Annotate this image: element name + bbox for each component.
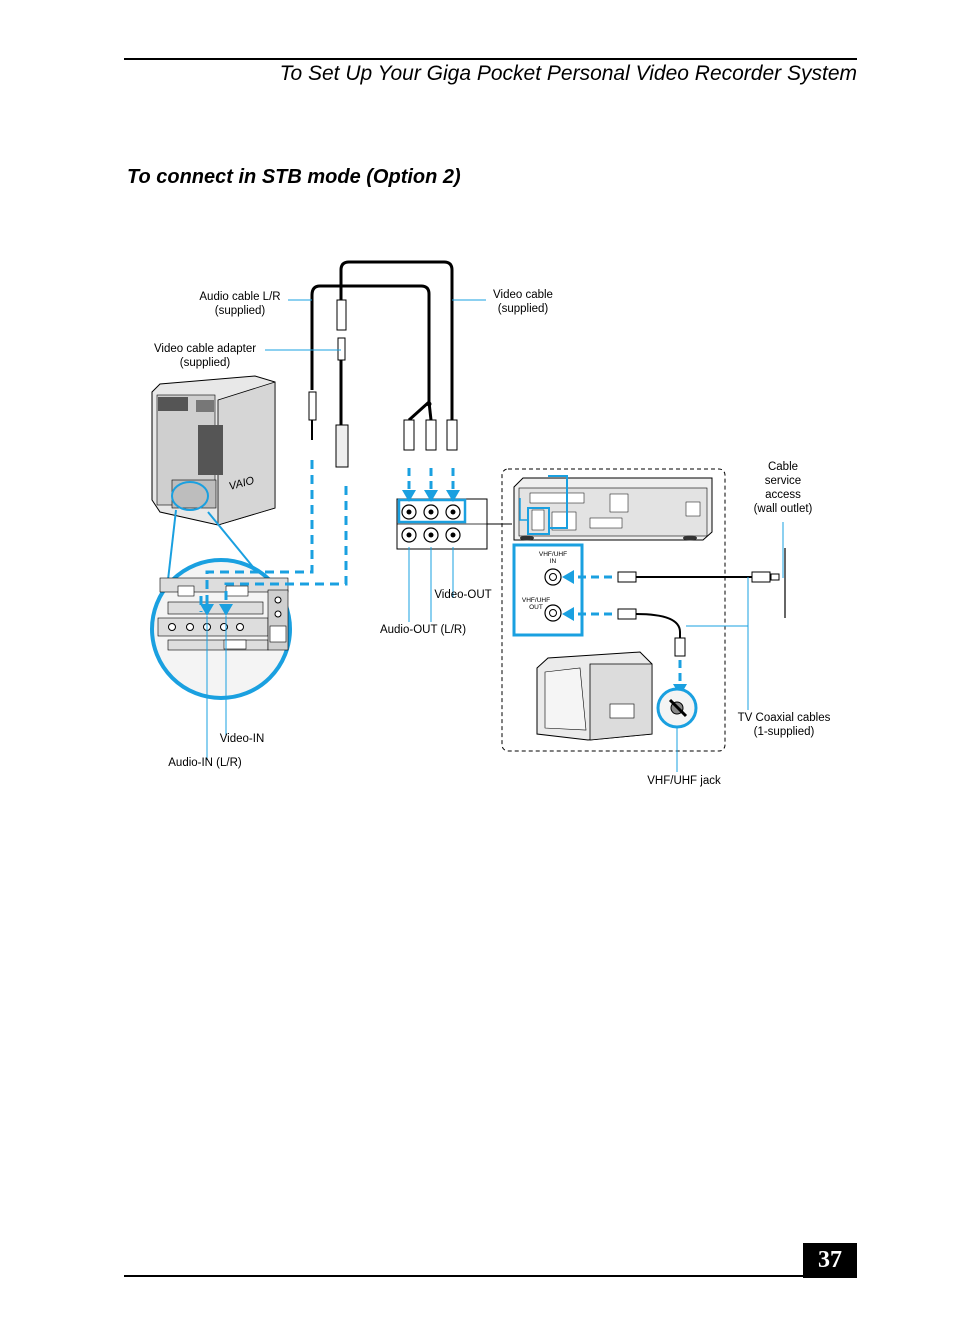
label-vhf-uhf-out: VHF/UHF OUT bbox=[521, 597, 551, 611]
tv-set bbox=[536, 651, 653, 741]
page-header-title: To Set Up Your Giga Pocket Personal Vide… bbox=[279, 62, 857, 85]
stb-jack-panel bbox=[396, 498, 488, 550]
label-audio-in: Audio-IN (L/R) bbox=[168, 757, 242, 769]
footer-rule bbox=[124, 1275, 857, 1277]
header-rule bbox=[124, 58, 857, 60]
label-audio-out: Audio-OUT (L/R) bbox=[379, 624, 467, 636]
computer-tower: VAIO bbox=[151, 375, 276, 526]
coax-cables bbox=[617, 571, 780, 657]
av-cables bbox=[310, 260, 454, 422]
label-vhf-uhf-in: VHF/UHF IN bbox=[538, 551, 568, 565]
label-video-out: Video-OUT bbox=[434, 589, 492, 601]
section-title: To connect in STB mode (Option 2) bbox=[127, 166, 461, 188]
set-top-box bbox=[513, 477, 713, 541]
label-tv-coaxial: TV Coaxial cables (1-supplied) bbox=[737, 712, 831, 738]
label-video-cable: Video cable (supplied) bbox=[493, 289, 553, 315]
label-audio-cable: Audio cable L/R (supplied) bbox=[199, 291, 281, 317]
label-video-cable-adapter: Video cable adapter (supplied) bbox=[153, 343, 257, 369]
rf-jack-closeup bbox=[512, 543, 584, 637]
label-cable-service: Cable service access (wall outlet) bbox=[753, 461, 813, 515]
label-vhf-uhf-jack: VHF/UHF jack bbox=[647, 775, 721, 787]
page-number: 37 bbox=[803, 1243, 857, 1278]
plugs bbox=[308, 299, 458, 468]
label-video-in: Video-IN bbox=[219, 733, 265, 745]
computer-back-closeup bbox=[150, 558, 292, 700]
